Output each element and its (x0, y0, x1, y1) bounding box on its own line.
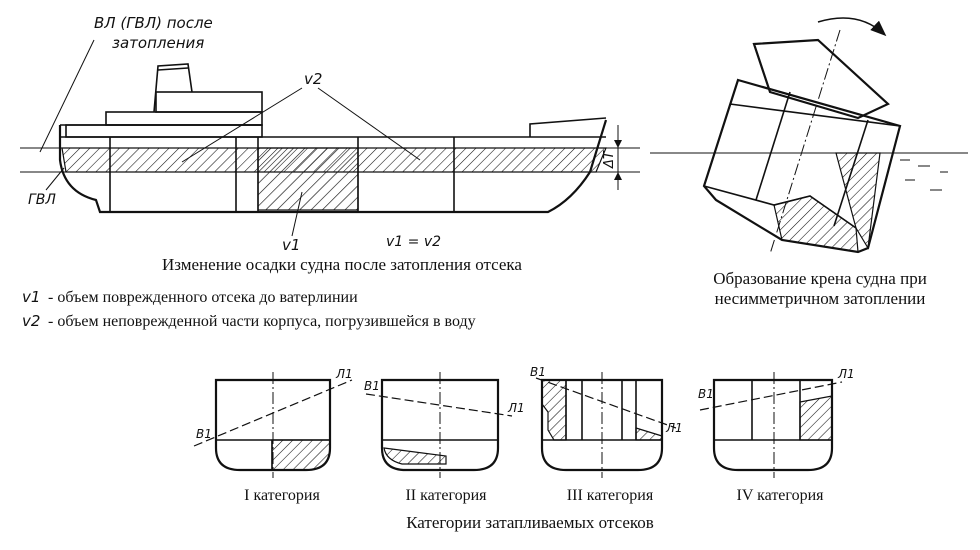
heel-deck-line (729, 103, 901, 127)
legend-v1-text: - объем поврежденного отсека до ватерлин… (48, 289, 358, 306)
cat2-hull (380, 378, 500, 472)
category-4-diagram: В1 Л1 IV категория (698, 367, 855, 504)
gvl-label: ГВЛ (28, 192, 56, 208)
heel-inner-bottom (703, 185, 857, 229)
wl-label-line2: затопления (112, 34, 204, 52)
superstructure-tier2 (105, 111, 263, 126)
wl-leader (39, 39, 95, 153)
cat4-b-label: В1 (698, 387, 714, 401)
cat3-label: III категория (567, 487, 654, 504)
cat4-flooded-area (799, 395, 833, 441)
heel-hull-outline (702, 78, 902, 254)
gvl-leader (45, 167, 65, 191)
legend-v1-symbol: v1 (22, 288, 40, 306)
dt-label: ΔT (602, 150, 617, 169)
cat2-flooded-area (383, 447, 447, 465)
heel-centerline (769, 29, 841, 255)
v1-leader (291, 191, 303, 237)
forecastle (529, 117, 607, 137)
ship-profile-caption: Изменение осадки судна после затопления … (162, 255, 522, 274)
category-1-diagram: В1 Л1 I категория (193, 367, 353, 504)
v2-leader-right (317, 87, 421, 161)
ship-profile: ΔT ВЛ (ГВЛ) после затопления ГВЛ v2 v1 v… (20, 14, 640, 274)
categories-caption: Категории затапливаемых отсеков (406, 513, 654, 532)
water-ripples (900, 159, 948, 191)
cat2-heeled-waterline (365, 393, 513, 417)
wl-label: ВЛ (ГВЛ) после (94, 14, 213, 32)
cat2-label: II категория (405, 487, 487, 504)
v1-label: v1 (282, 236, 300, 254)
cat1-hull (214, 378, 332, 472)
category-3-diagram: В1 Л1 III категория (530, 365, 683, 504)
volume-equation: v1 = v2 (386, 234, 441, 250)
v2-leader-left (181, 87, 303, 163)
cat3-heeled-waterline (535, 377, 677, 429)
cat2-l-label: Л1 (507, 401, 525, 415)
cat3-l-label: Л1 (665, 421, 683, 435)
cat1-l-label: Л1 (335, 367, 353, 381)
cat4-heeled-waterline (699, 381, 843, 411)
v2-label: v2 (304, 70, 322, 88)
dt-arrow-bottom (614, 172, 622, 180)
dt-arrow-top (614, 140, 622, 148)
cat2-b-label: В1 (364, 379, 380, 393)
heel-rotation-arrow (817, 17, 887, 37)
funnel (153, 63, 193, 113)
cat4-label: IV категория (737, 487, 825, 504)
cat3-b-label: В1 (530, 365, 546, 379)
heel-caption-line1: Образование крена судна при (713, 269, 927, 288)
cat3-flooded-left (541, 379, 567, 441)
hull-outline (58, 119, 608, 214)
cat4-l-label: Л1 (837, 367, 855, 381)
superstructure-tier3 (155, 91, 263, 113)
cat1-label: I категория (244, 487, 320, 504)
heel-superstructure (752, 38, 890, 120)
legend-v2-symbol: v2 (22, 312, 40, 330)
legend: v1 - объем поврежденного отсека до ватер… (22, 288, 476, 330)
heel-section: Образование крена судна при несимметричн… (650, 17, 968, 308)
heel-flooded-bottom (773, 195, 859, 253)
heel-bulkhead-2 (833, 119, 869, 227)
cat1-b-label: В1 (196, 427, 212, 441)
cat4-hull (712, 378, 834, 472)
category-2-diagram: В1 Л1 II категория (364, 372, 525, 504)
heel-caption-line2: несимметричном затоплении (715, 289, 926, 308)
cat3-flooded-right (635, 427, 663, 441)
v1-flooded-compartment (257, 147, 359, 211)
funnel-band (157, 67, 189, 71)
legend-v2-text: - объем неповрежденной части корпуса, по… (48, 313, 476, 330)
heel-bulkhead-1 (755, 91, 791, 201)
cat3-hull (540, 378, 664, 472)
